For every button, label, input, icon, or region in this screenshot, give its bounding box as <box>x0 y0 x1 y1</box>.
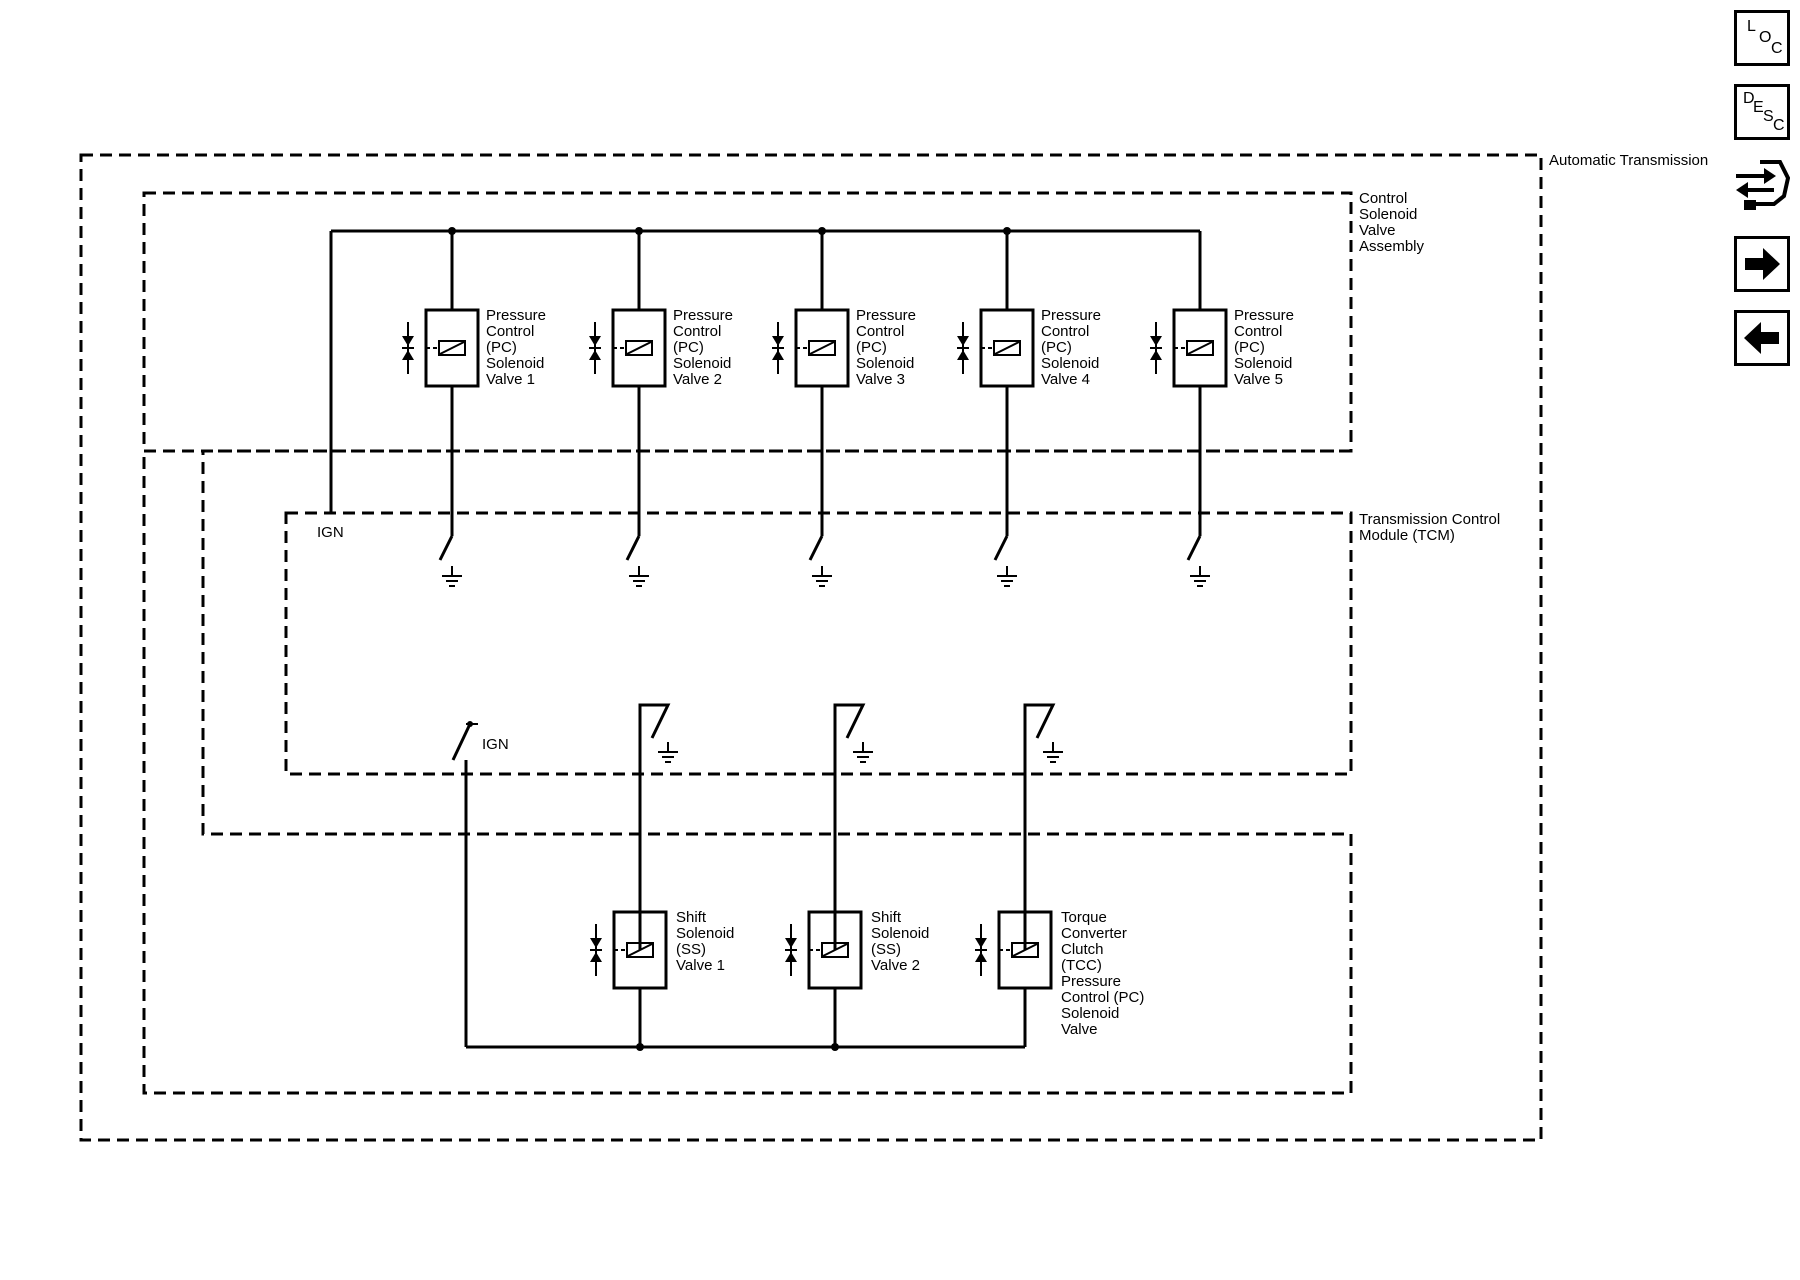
tcm-inner-boundary <box>284 511 1353 776</box>
automatic-transmission-boundary <box>79 153 1543 1142</box>
loc-letter-c: C <box>1771 40 1783 57</box>
desc-letter-c: C <box>1773 117 1785 134</box>
loc-letter-o: O <box>1759 29 1772 46</box>
desc-letter-s: S <box>1763 108 1774 125</box>
next-arrow-icon <box>1745 248 1780 280</box>
desc-letter-d: D <box>1743 90 1755 107</box>
automatic-transmission-label: Automatic Transmission <box>1549 152 1708 169</box>
description-button[interactable]: D E S C <box>1734 84 1790 140</box>
lower-solenoid-boundary <box>142 451 1353 1095</box>
previous-button[interactable] <box>1734 310 1790 366</box>
connector-button[interactable] <box>1734 156 1790 212</box>
next-button[interactable] <box>1734 236 1790 292</box>
loc-letter-l: L <box>1747 18 1756 35</box>
location-button[interactable]: L O C <box>1734 10 1790 66</box>
ign-label-top: IGN <box>317 524 344 541</box>
svg-text:Automatic Transmission: Automatic Transmission <box>1549 152 1708 169</box>
ign-label-bottom: IGN <box>482 736 509 753</box>
connector-icon <box>1736 160 1790 210</box>
previous-arrow-icon <box>1744 322 1779 354</box>
desc-letter-e: E <box>1753 99 1764 116</box>
control-solenoid-valve-assembly-boundary <box>142 191 1353 453</box>
transmission-control-module-boundary <box>201 449 1351 836</box>
